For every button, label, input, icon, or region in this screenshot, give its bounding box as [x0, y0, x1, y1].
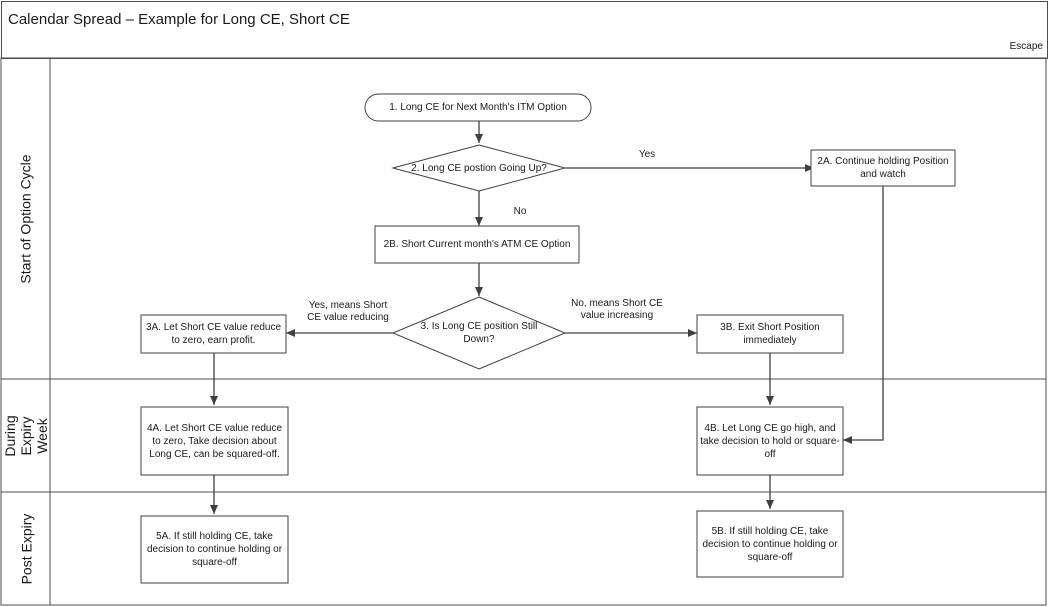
node-4b-label: 4B. Let Long CE go high, and take decisi…: [700, 422, 840, 460]
node-2b: [374, 225, 580, 264]
node-5a-label: 5A. If still holding CE, take decision t…: [146, 531, 283, 568]
node-1-start: [364, 93, 592, 122]
lane-label-expiry-week: During Expiry Week: [2, 414, 50, 457]
escape-label: Escape: [1009, 41, 1043, 52]
node-5b-label: 5B. If still holding CE, take decision t…: [702, 525, 838, 563]
node-4a-label: 4A. Let Short CE value reduce to zero, T…: [146, 422, 283, 460]
lane-label-post-expiry: Post Expiry: [18, 513, 34, 584]
title-bar: Calendar Spread – Example for Long CE, S…: [1, 1, 1048, 39]
node-2-label: 2. Long CE postion Going Up?: [411, 162, 547, 174]
node-3a: [140, 314, 287, 354]
page-title: Calendar Spread – Example for Long CE, S…: [8, 11, 350, 28]
node-5b: [696, 510, 844, 578]
node-2b-label: 2B. Short Current month's ATM CE Option: [383, 239, 571, 250]
node-3-label: 3. Is Long CE position Still Down?: [420, 321, 538, 345]
node-4b: [696, 406, 844, 476]
edge-2a-to-4b: [843, 186, 884, 444]
edge-label-yes-reducing: Yes, means Short CE value reducing: [307, 300, 389, 323]
node-2a: [810, 149, 956, 187]
node-3a-label: 3A. Let Short CE value reduce to zero, e…: [145, 322, 282, 346]
pool-border: [0, 57, 1047, 606]
node-2a-label: 2A. Continue holding Position and watch: [817, 156, 949, 180]
node-2-decision: [391, 144, 567, 192]
node-1-label: 1. Long CE for Next Month's ITM Option: [389, 102, 567, 113]
edge-label-no: No: [513, 206, 527, 217]
edge-label-yes: Yes: [638, 149, 656, 160]
node-3b: [696, 314, 844, 354]
node-3b-label: 3B. Exit Short Position immediately: [720, 322, 820, 346]
node-5a: [140, 515, 289, 584]
lane-label-start: Start of Option Cycle: [18, 153, 35, 284]
node-3-decision: [391, 296, 567, 370]
node-4a: [140, 406, 289, 476]
edge-label-no-increasing: No, means Short CE value increasing: [571, 298, 663, 321]
